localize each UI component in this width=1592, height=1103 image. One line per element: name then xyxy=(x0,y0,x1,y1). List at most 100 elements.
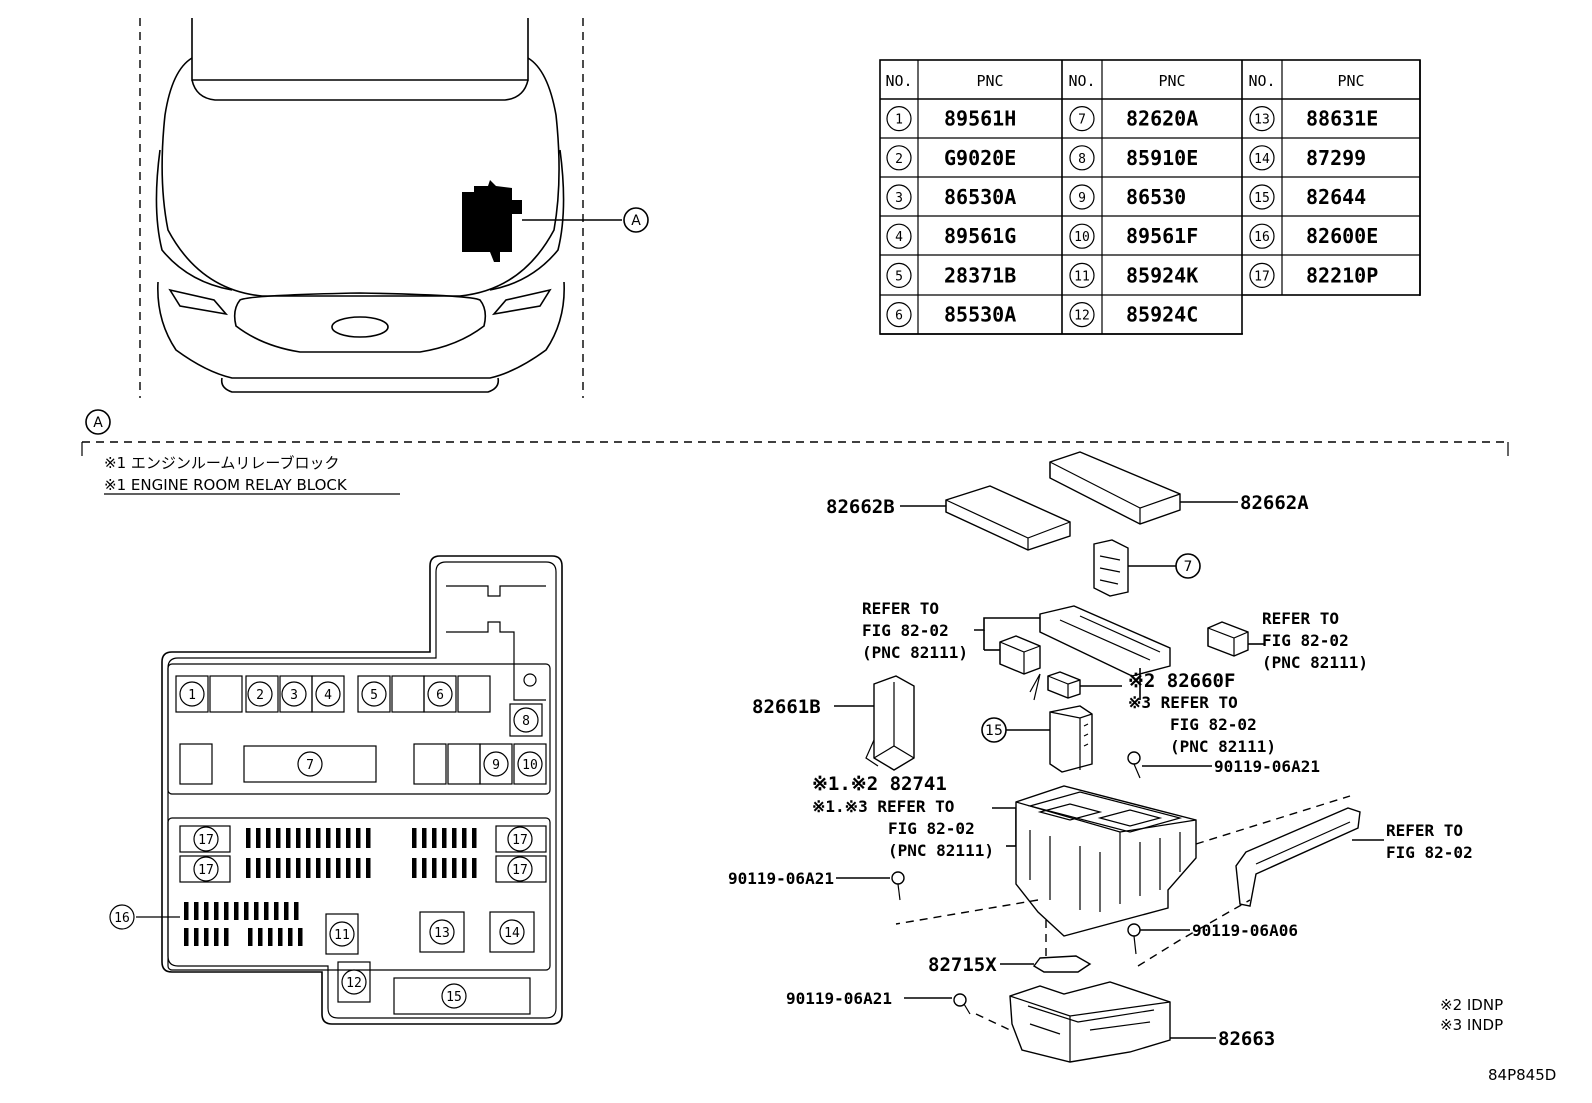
table-no-circle xyxy=(1249,145,1275,171)
exploded-view: 82662B 82662A 7 REFER TO FIG 82-02 (PNC … xyxy=(728,451,1473,1063)
table-row-pnc: 82600E xyxy=(1306,224,1378,248)
note-indp: ※3 INDP xyxy=(1440,1016,1503,1034)
fuse-blade xyxy=(244,902,249,920)
fuse-blade xyxy=(288,928,293,946)
fuse-blade xyxy=(452,858,457,878)
fuse-blade xyxy=(256,828,261,848)
col-no-header: NO. xyxy=(885,72,912,90)
fuse-blade xyxy=(412,858,417,878)
fuse-blade xyxy=(184,902,189,920)
fuse-blade xyxy=(276,858,281,878)
table-row-no: 5 xyxy=(895,269,903,284)
table-no-circle xyxy=(1069,145,1095,171)
fuse-blade xyxy=(268,928,273,946)
table-row-no: 4 xyxy=(895,230,903,245)
fuse-blade xyxy=(224,928,229,946)
table-row-no: 6 xyxy=(895,309,903,324)
table-row-pnc: 85530A xyxy=(944,303,1016,327)
fuse-position-circle xyxy=(341,969,367,995)
part-82662a-label: 82662A xyxy=(1240,492,1309,514)
col-pnc-header: PNC xyxy=(1337,72,1364,90)
fuse-position-label: 12 xyxy=(346,976,362,991)
part-82663-label: 82663 xyxy=(1218,1028,1275,1050)
fuse-blade xyxy=(274,902,279,920)
fuse-position-circle xyxy=(483,751,509,777)
fuse-position-label: 15 xyxy=(446,990,462,1005)
table-row-no: 12 xyxy=(1074,309,1090,324)
table-row-no: 14 xyxy=(1254,152,1270,167)
fuse-blade xyxy=(346,858,351,878)
fuse-blade xyxy=(296,858,301,878)
table-row-no: 15 xyxy=(1254,191,1270,206)
table-row-pnc: 87299 xyxy=(1306,146,1366,170)
part-7-callout: 7 xyxy=(1184,559,1193,575)
table-row-pnc: 88631E xyxy=(1306,107,1378,131)
table-row-pnc: 89561H xyxy=(944,107,1016,131)
table-no-circle xyxy=(1249,184,1275,210)
fuse-position-circle xyxy=(513,707,539,733)
fuse-blade xyxy=(194,928,199,946)
fuse-position-label: 2 xyxy=(256,688,264,703)
fuse-blade xyxy=(214,902,219,920)
fuse-blade xyxy=(336,828,341,848)
figure-id: 84P845D xyxy=(1488,1066,1556,1084)
fuse-position-label: 11 xyxy=(334,928,350,943)
fuse-blade xyxy=(246,858,251,878)
refer-5-line1: REFER TO xyxy=(1386,821,1463,840)
fuse-blade xyxy=(422,858,427,878)
fuse-blade xyxy=(298,928,303,946)
table-no-circle xyxy=(1069,184,1095,210)
table-row-no: 8 xyxy=(1078,152,1086,167)
refer-4-line2: FIG 82-02 xyxy=(888,819,975,838)
fuse-blade xyxy=(306,828,311,848)
fuse-position-circle xyxy=(193,826,219,852)
fuse-position-circle xyxy=(297,751,323,777)
fuse-blade xyxy=(462,828,467,848)
fuse-position-label: 6 xyxy=(436,688,444,703)
fuse-position-label: 14 xyxy=(504,926,520,941)
fuse-blade xyxy=(204,928,209,946)
table-row-no: 1 xyxy=(895,113,903,128)
fuse-blade xyxy=(326,828,331,848)
table-row-pnc: 86530A xyxy=(944,185,1016,209)
table-no-circle xyxy=(1249,223,1275,249)
fuse-blade xyxy=(184,928,189,946)
table-no-circle xyxy=(1249,105,1275,132)
part-15-callout: 15 xyxy=(985,723,1003,739)
table-row-pnc: 85924C xyxy=(1126,303,1198,327)
fuse-position-circle xyxy=(315,681,341,707)
table-row-no: 11 xyxy=(1074,269,1090,284)
fuse-position-label: 17 xyxy=(512,863,528,878)
table-row-pnc: 89561F xyxy=(1126,224,1198,248)
fuse-position-circle xyxy=(247,681,273,707)
fuse-blade xyxy=(356,858,361,878)
fuse-blade xyxy=(256,858,261,878)
view-a-callout: A xyxy=(631,213,641,229)
note-idnp: ※2 IDNP xyxy=(1440,996,1503,1014)
fuse-blade xyxy=(276,828,281,848)
fuse-position-circle xyxy=(429,919,455,945)
part-82741-label: ※1.※2 82741 xyxy=(812,773,947,795)
table-row-pnc: 85910E xyxy=(1126,146,1198,170)
fuse-blade xyxy=(462,858,467,878)
table-row-pnc: 82210P xyxy=(1306,263,1378,287)
table-no-circle xyxy=(886,184,912,210)
fuse-blade xyxy=(248,928,253,946)
refer-1-line1: REFER TO xyxy=(862,599,939,618)
table-no-circle xyxy=(1069,105,1095,132)
fuse-position-circle xyxy=(499,919,525,945)
table-row-no: 2 xyxy=(895,152,903,167)
fuse-blade xyxy=(254,902,259,920)
fuse-position-label: 17 xyxy=(198,863,214,878)
view-a-marker: A xyxy=(93,415,103,431)
part-82662b-label: 82662B xyxy=(826,496,895,518)
fuse-blade xyxy=(432,828,437,848)
table-row-no: 13 xyxy=(1254,113,1270,128)
table-no-circle xyxy=(1069,262,1095,288)
fuse-blade xyxy=(316,828,321,848)
fuse-blade xyxy=(336,858,341,878)
table-no-circle xyxy=(886,302,912,328)
fuse-blade xyxy=(472,828,477,848)
table-row-no: 10 xyxy=(1074,230,1090,245)
